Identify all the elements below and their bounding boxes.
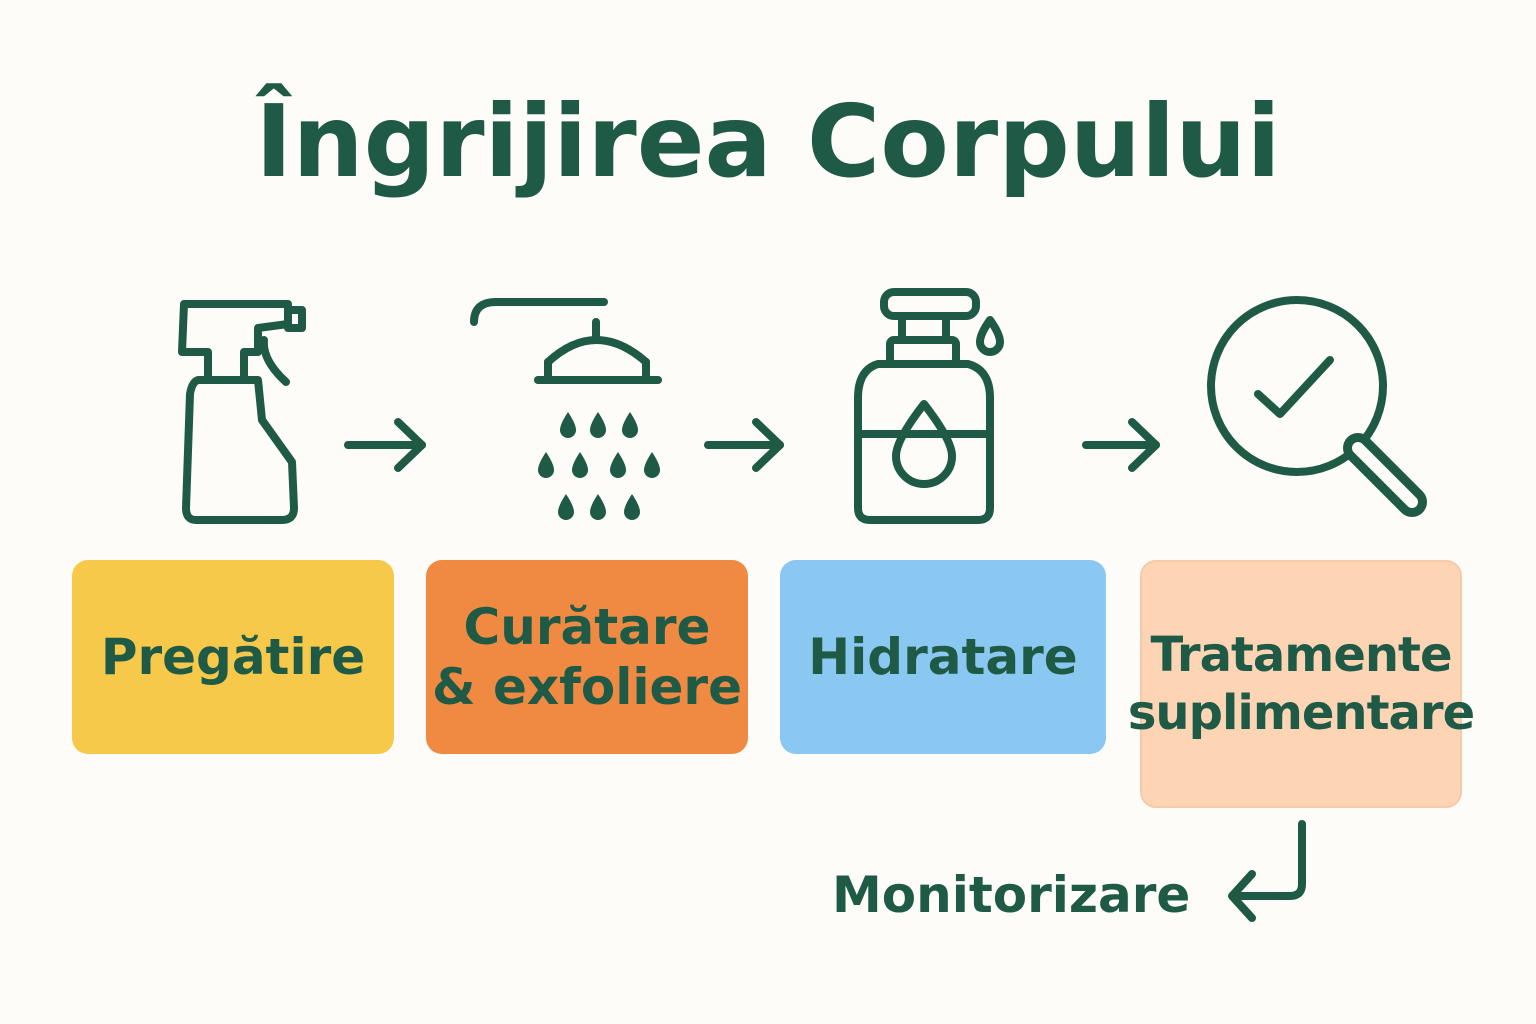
arrow-1: [344, 418, 426, 472]
step-label: Hidratare: [808, 627, 1077, 687]
arrow-2: [704, 418, 784, 472]
step-box-pregatire: Pregătire: [72, 560, 394, 754]
return-arrow-icon: [1228, 820, 1306, 922]
step-label: Pregătire: [101, 627, 365, 687]
step-label: Curătare & exfoliere: [432, 597, 742, 717]
arrow-3: [1082, 418, 1160, 472]
step-label-line: Tratamente: [1150, 627, 1452, 683]
step-label-line: Hidratare: [808, 628, 1078, 686]
step-box-tratamente: Tratamente suplimentare: [1128, 560, 1475, 808]
monitorizare-label: Monitorizare: [832, 866, 1191, 924]
diagram-title: Îngrijirea Corpului: [255, 83, 1281, 200]
step-box-hidratare: Hidratare: [780, 560, 1106, 754]
magnifier-check-icon: [1207, 296, 1427, 517]
spray-bottle-icon: [178, 300, 306, 524]
pump-bottle-icon: [854, 288, 1004, 524]
step-label-line: suplimentare: [1127, 685, 1475, 741]
step-label-line: Curătare: [463, 598, 711, 656]
step-box-curatare: Curătare & exfoliere: [426, 560, 748, 754]
step-label-line: & exfoliere: [431, 658, 743, 716]
shower-head-icon: [470, 298, 662, 520]
step-label: Tratamente suplimentare: [1127, 626, 1475, 742]
step-label-line: Pregătire: [100, 628, 366, 686]
